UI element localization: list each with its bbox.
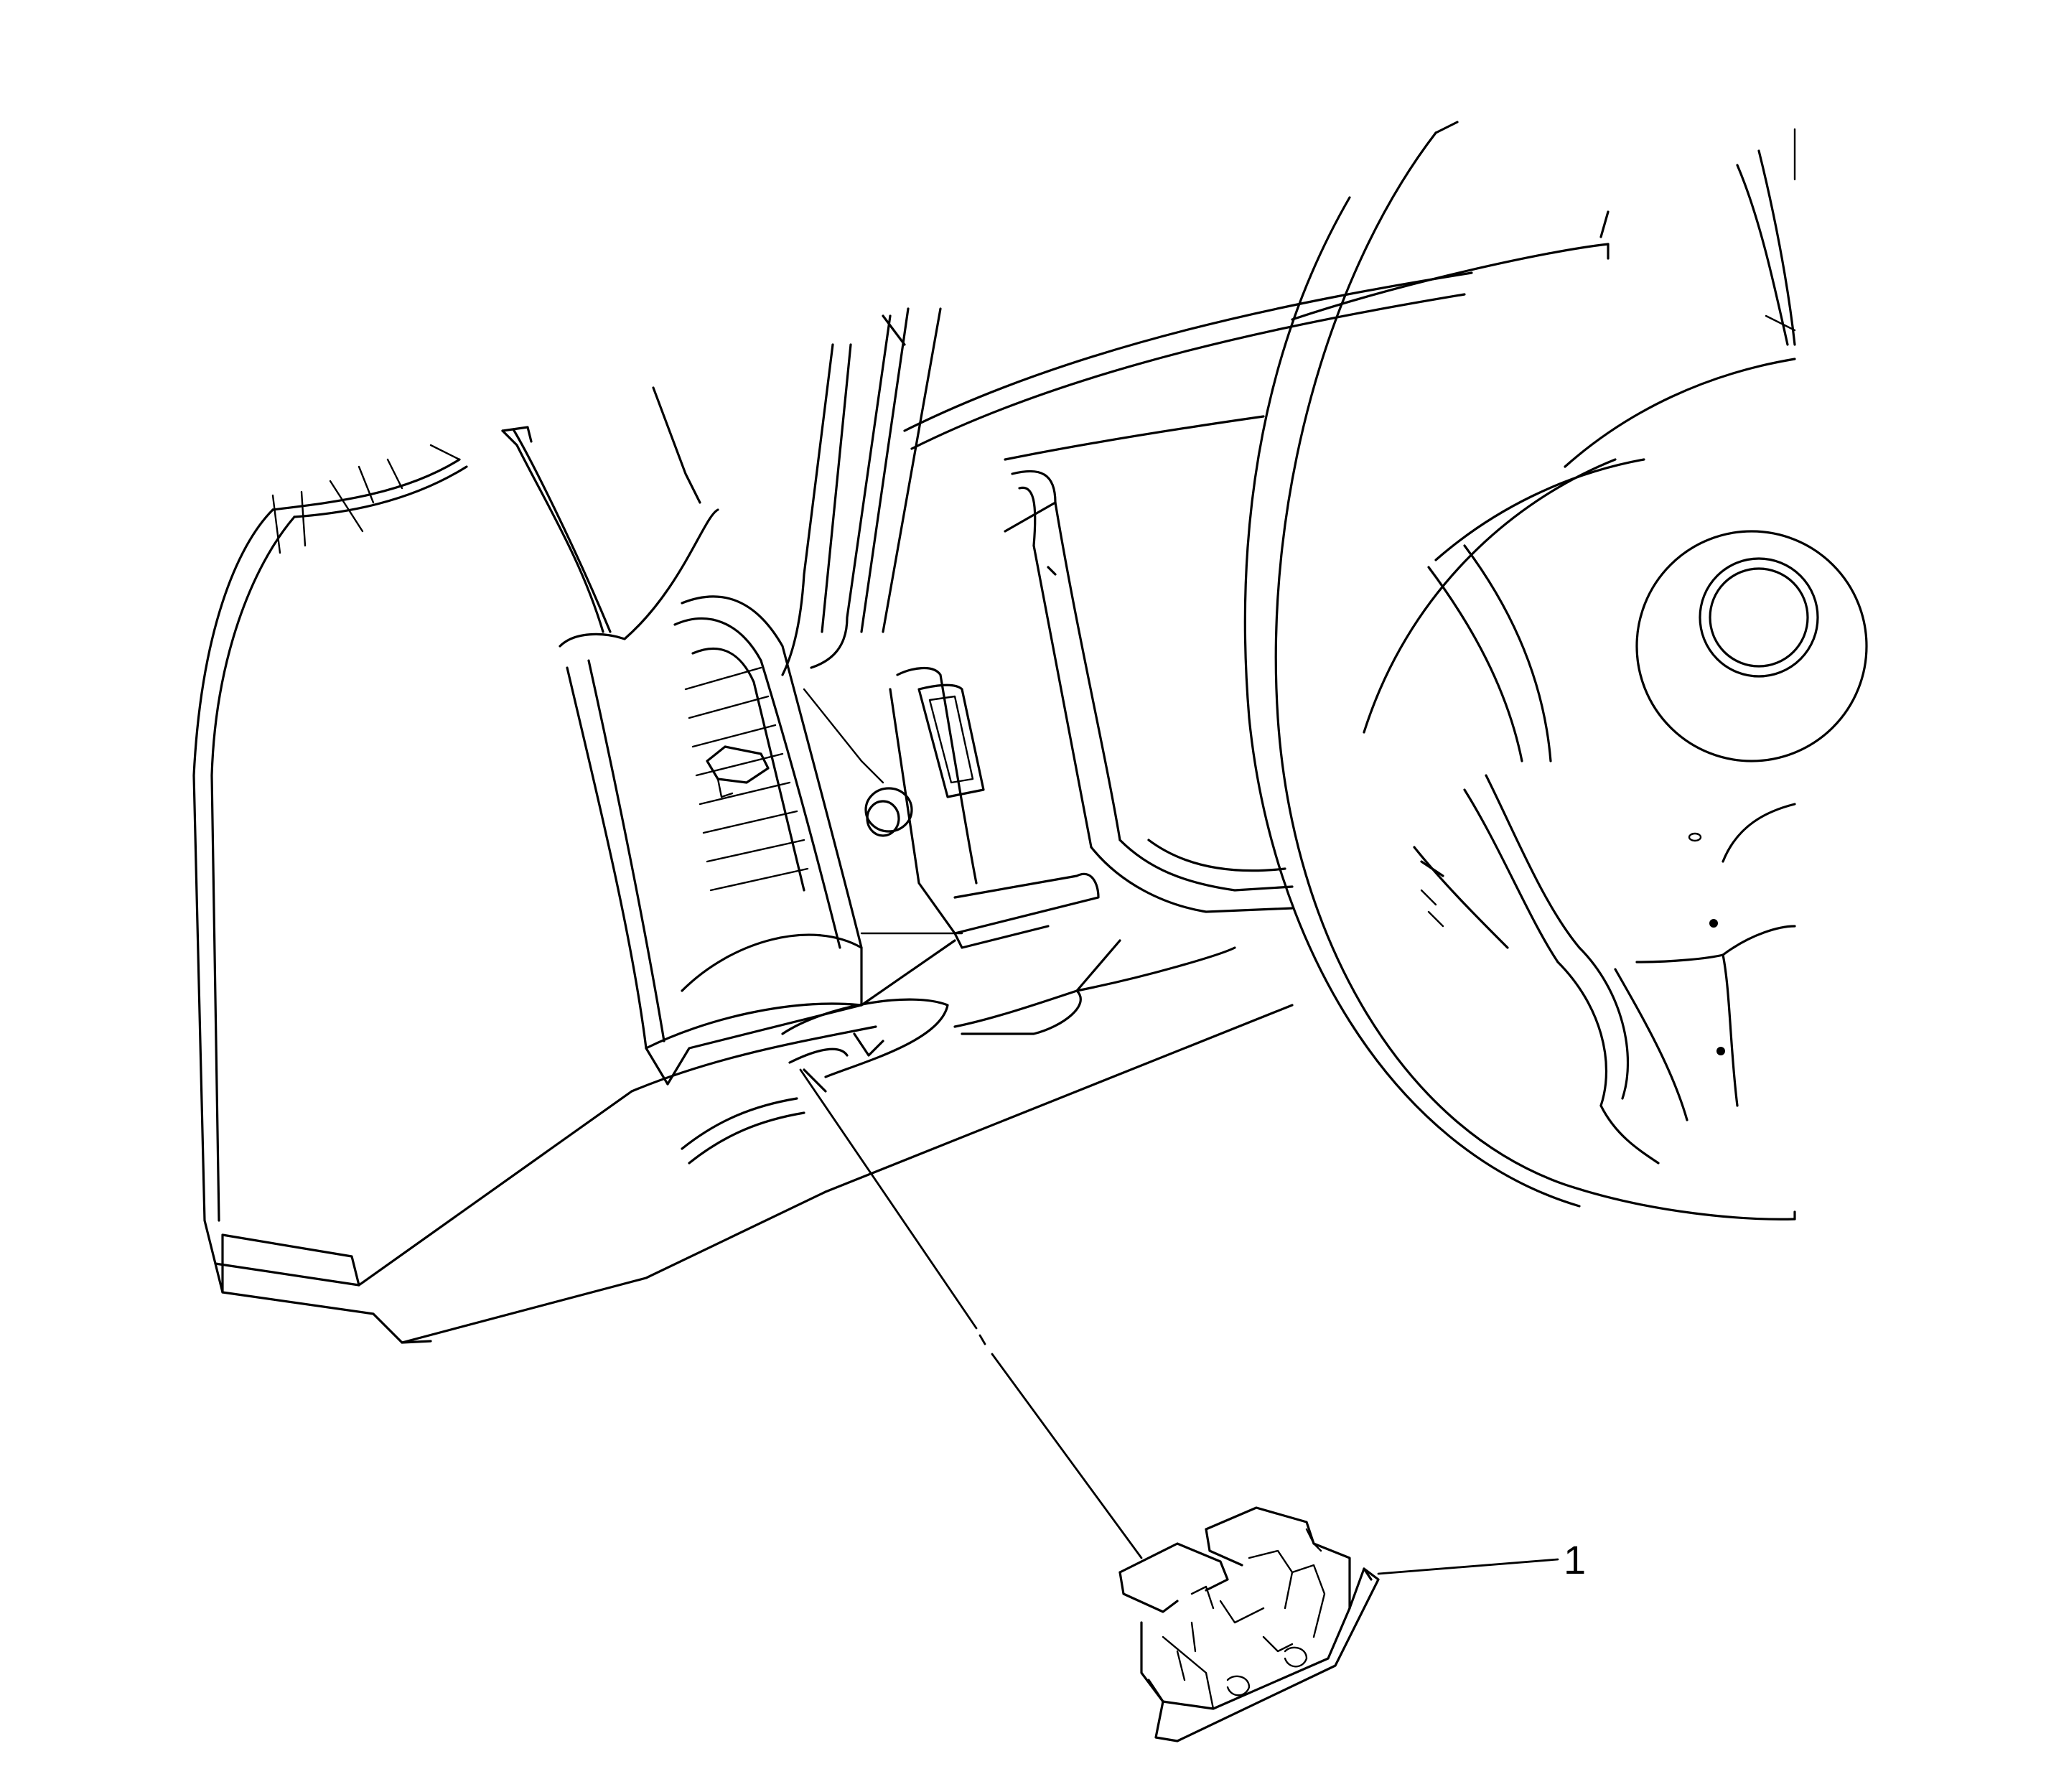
left-instrument-panel-trim bbox=[192, 444, 827, 1344]
dashboard-upper-pad bbox=[882, 210, 1610, 450]
leader-line bbox=[799, 1068, 1143, 1559]
center-pillar-strips bbox=[781, 307, 942, 676]
callout-1: 1 bbox=[1377, 1537, 1586, 1582]
a-pillar-edge bbox=[501, 386, 701, 633]
fastener-dot bbox=[1716, 1047, 1725, 1055]
steering-wheel bbox=[1243, 121, 1868, 1221]
fastener-dot bbox=[1709, 919, 1718, 928]
switch-module[interactable] bbox=[1118, 1506, 1380, 1742]
callout-label: 1 bbox=[1564, 1537, 1586, 1582]
instrument-cluster-bezel bbox=[803, 415, 1294, 949]
lower-dash-opening bbox=[630, 939, 1294, 1193]
center-air-vent bbox=[559, 508, 863, 1086]
